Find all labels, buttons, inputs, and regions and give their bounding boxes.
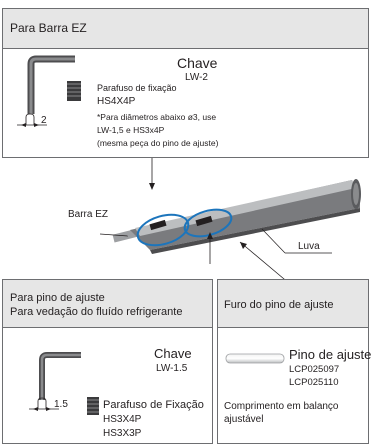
top-wrench-code: LW-2	[185, 72, 208, 83]
top-panel-title: Para Barra EZ	[10, 21, 87, 35]
bottom-right-header: Furo do pino de ajuste	[218, 280, 368, 328]
dimension-symbol-icon	[17, 113, 47, 127]
overhang-line2: ajustável	[224, 414, 264, 425]
bottom-left-title-line2: Para vedação do fluído refrigerante	[10, 306, 183, 318]
top-screw-label: Parafuso de fixação	[97, 83, 177, 93]
luva-label: Luva	[298, 241, 320, 252]
pin-label: Pino de ajuste	[289, 347, 372, 362]
top-note-line3: (mesma peça do pino de ajuste)	[97, 138, 219, 148]
bottom-left-dim-value: 1.5	[54, 399, 68, 410]
hex-key-icon	[27, 55, 75, 114]
bottom-left-title-line1: Para pino de ajuste	[10, 292, 105, 304]
pin-code2: LCP025110	[289, 377, 339, 388]
bottom-left-wrench-code: LW-1.5	[156, 363, 188, 374]
pin-code1: LCP025097	[289, 364, 340, 375]
top-panel: Para Barra EZ 2 Parafuso de fixação HS4X…	[2, 8, 369, 158]
barra-ez-label: Barra EZ	[68, 209, 109, 220]
overhang-line1: Comprimento em balanço	[224, 401, 339, 412]
bottom-left-screw-code1: HS3X4P	[103, 414, 142, 425]
tool-holder-diagram	[99, 158, 361, 285]
bottom-right-title: Furo do pino de ajuste	[224, 299, 334, 311]
bottom-left-screw-label: Parafuso de Fixação	[103, 399, 204, 411]
top-panel-header: Para Barra EZ	[3, 9, 368, 49]
bottom-left-header: Para pino de ajuste Para vedação do fluí…	[3, 280, 212, 328]
bottom-left-wrench-name: Chave	[154, 346, 192, 361]
set-screw-icon	[67, 81, 81, 101]
top-screw-code: HS4X4P	[97, 96, 136, 107]
dimension-symbol-icon	[29, 397, 59, 411]
top-wrench-name: Chave	[177, 55, 218, 71]
top-dim-value: 2	[41, 115, 47, 126]
adjust-pin-icon	[225, 353, 285, 364]
bottom-left-panel: Para pino de ajuste Para vedação do fluí…	[2, 279, 213, 444]
hex-key-icon	[39, 352, 81, 400]
bottom-right-panel: Furo do pino de ajuste Pino de ajuste LC…	[217, 279, 372, 444]
top-note-line1: *Para diâmetros abaixo ø3, use	[97, 112, 217, 122]
bottom-left-screw-code2: HS3X3P	[103, 428, 142, 439]
top-note-line2: LW-1,5 e HS3x4P	[97, 125, 165, 135]
set-screw-icon	[87, 397, 99, 415]
